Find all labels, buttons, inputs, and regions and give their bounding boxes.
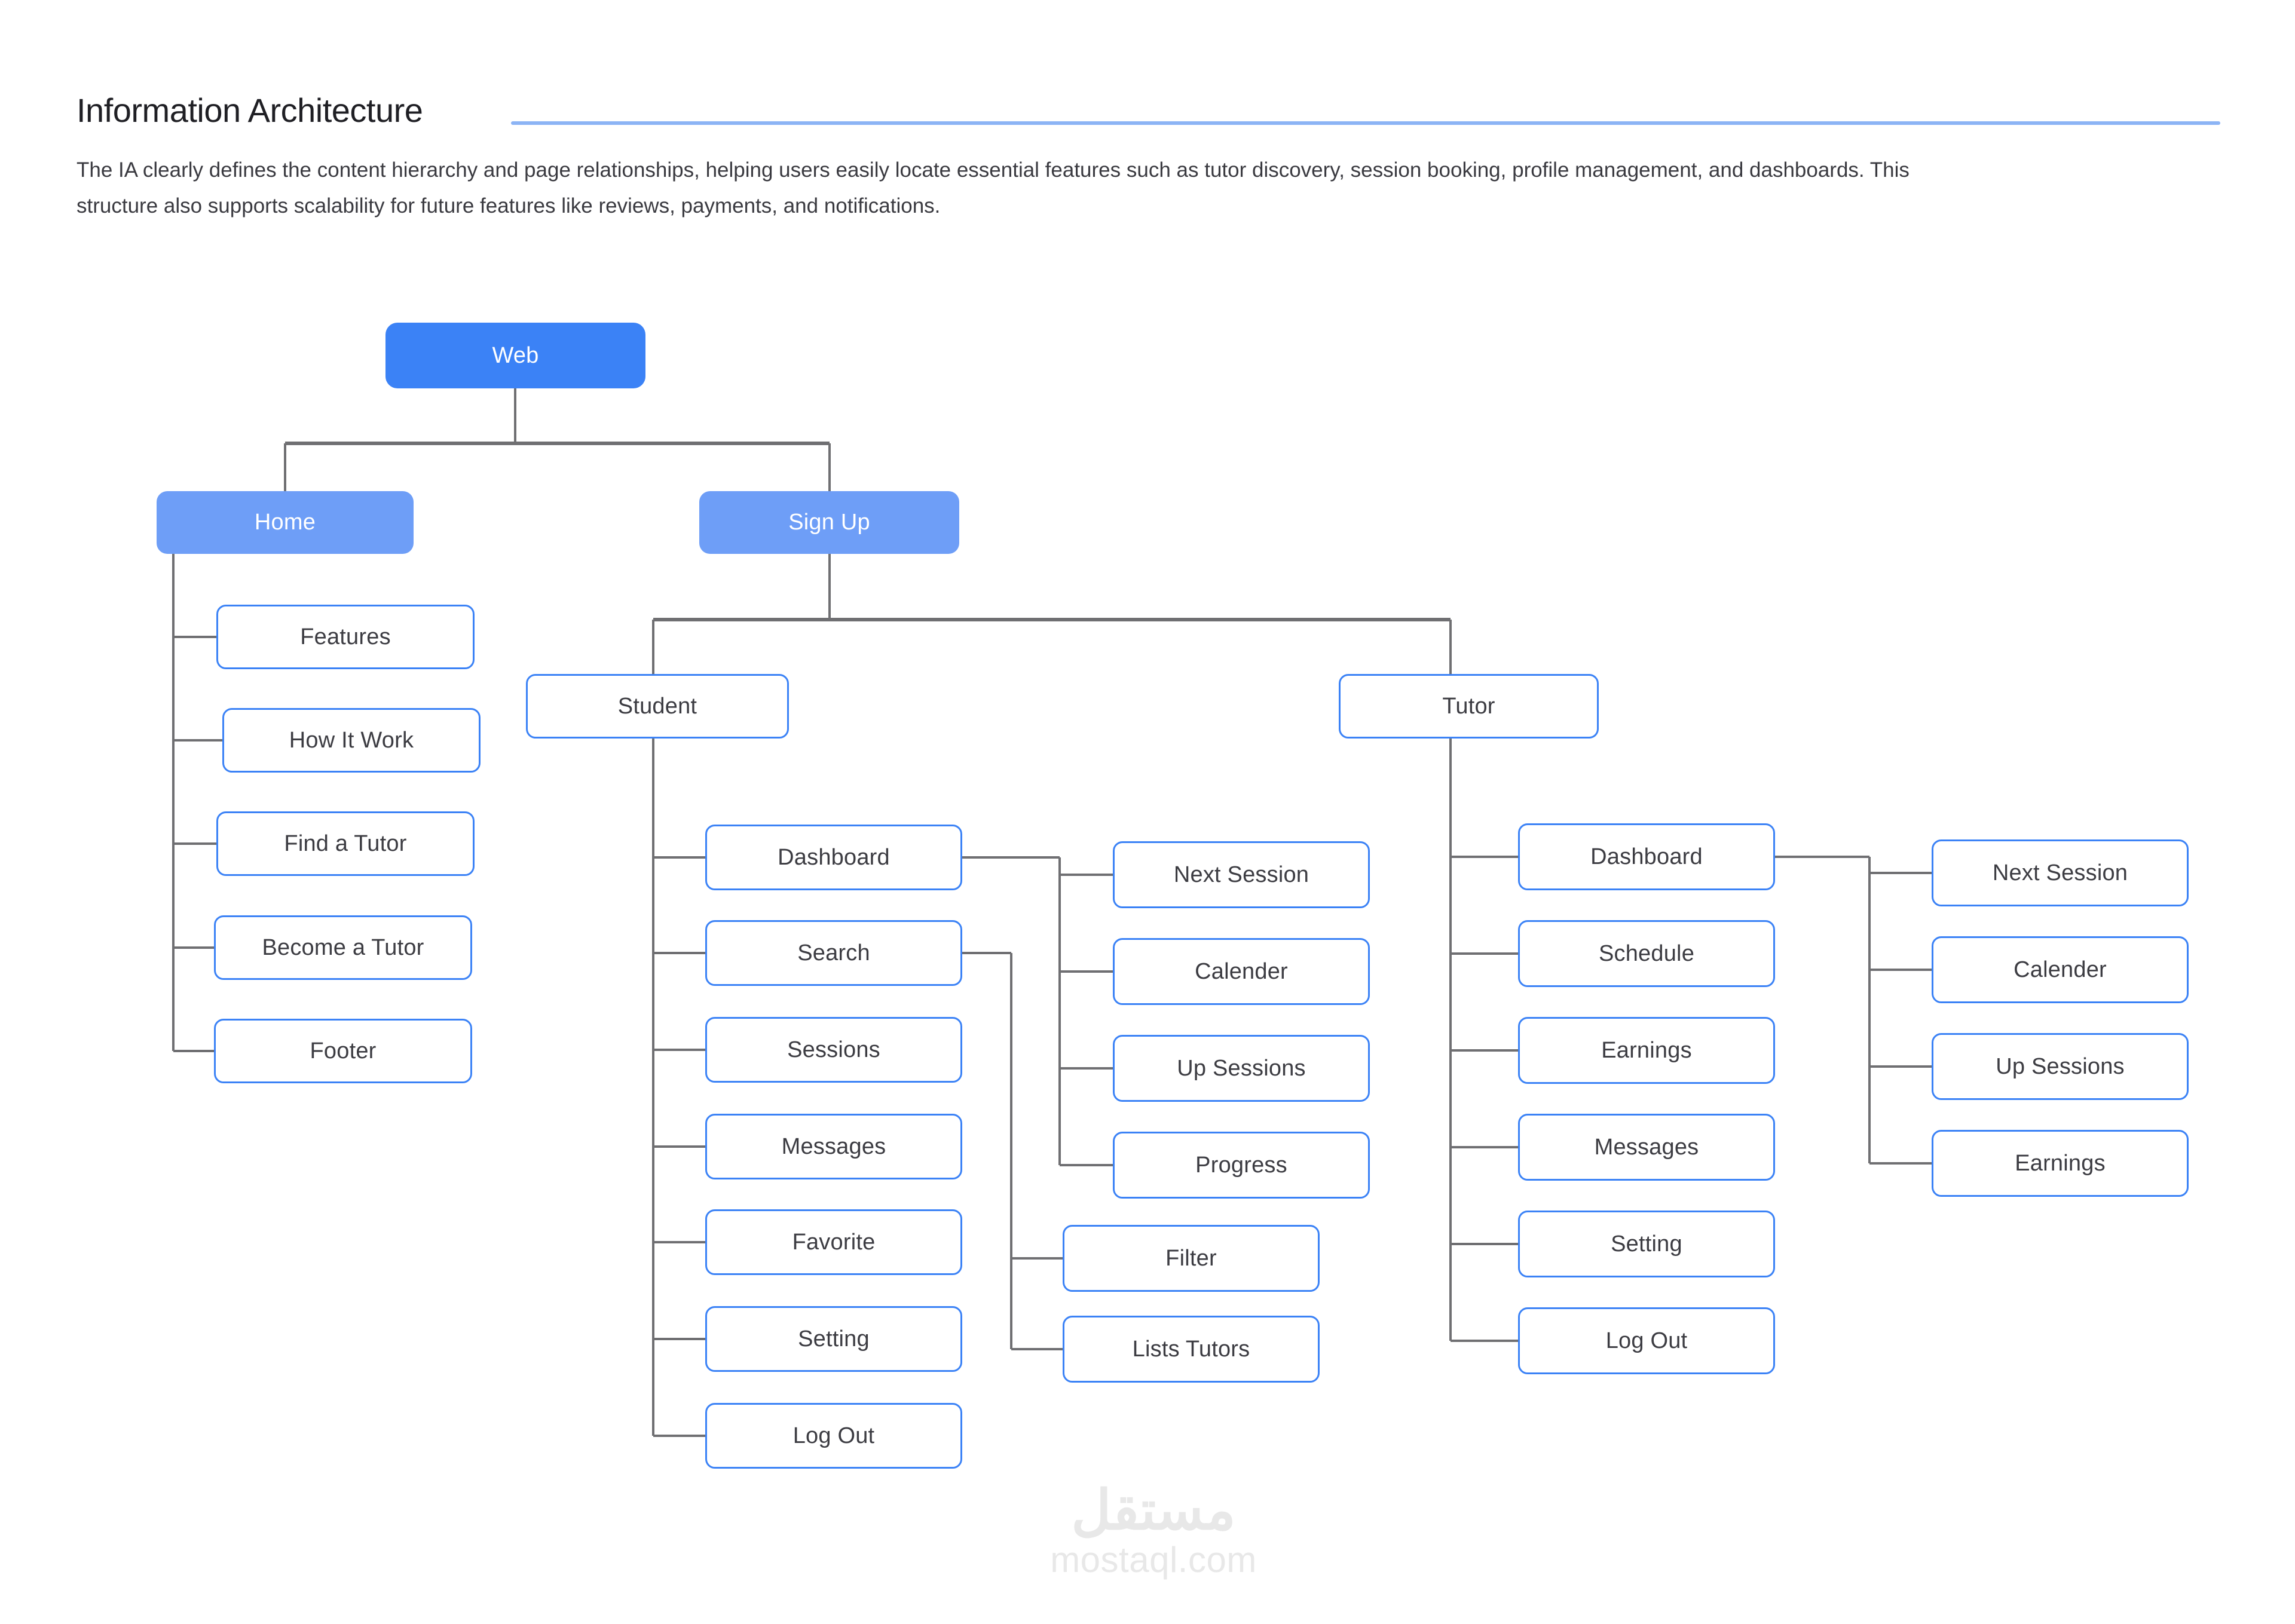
node-student-lists-tutors[interactable]: Lists Tutors xyxy=(1063,1316,1320,1383)
node-tutor-schedule-label: Schedule xyxy=(1598,940,1695,966)
node-tutor-setting[interactable]: Setting xyxy=(1518,1211,1775,1277)
node-student-favorite[interactable]: Favorite xyxy=(705,1209,962,1275)
node-student-setting-label: Setting xyxy=(798,1326,870,1352)
node-student-setting[interactable]: Setting xyxy=(705,1306,962,1372)
node-tutor-setting-label: Setting xyxy=(1611,1231,1682,1257)
node-student-next-session-label: Next Session xyxy=(1173,862,1309,887)
node-student-dashboard-label: Dashboard xyxy=(778,844,890,870)
node-tutor-up-sessions-label: Up Sessions xyxy=(1996,1053,2125,1079)
node-tutor-up-sessions[interactable]: Up Sessions xyxy=(1932,1033,2189,1100)
node-student-filter[interactable]: Filter xyxy=(1063,1225,1320,1292)
node-tutor-earnings[interactable]: Earnings xyxy=(1518,1017,1775,1084)
node-tutor-dashboard-label: Dashboard xyxy=(1590,844,1703,869)
node-tutor[interactable]: Tutor xyxy=(1339,674,1599,739)
node-tutor-earnings-sub-label: Earnings xyxy=(2015,1150,2106,1176)
title-divider-rule xyxy=(511,121,2220,125)
node-student-favorite-label: Favorite xyxy=(792,1229,876,1255)
node-tutor-calender-label: Calender xyxy=(2014,957,2107,982)
node-student-label: Student xyxy=(617,693,697,719)
node-tutor-earnings-label: Earnings xyxy=(1601,1037,1692,1063)
node-tutor-dashboard[interactable]: Dashboard xyxy=(1518,823,1775,890)
node-student-next-session[interactable]: Next Session xyxy=(1113,841,1370,908)
node-home-label: Home xyxy=(254,510,316,535)
node-web-label: Web xyxy=(492,342,539,368)
node-tutor-messages-label: Messages xyxy=(1594,1134,1699,1160)
node-tutor-messages[interactable]: Messages xyxy=(1518,1114,1775,1181)
node-student-sessions[interactable]: Sessions xyxy=(705,1017,962,1083)
node-student-lists-tutors-label: Lists Tutors xyxy=(1132,1336,1250,1362)
node-web[interactable]: Web xyxy=(385,323,645,388)
watermark-domain-text: mostaql.com xyxy=(1050,1540,1257,1580)
node-become-a-tutor-label: Become a Tutor xyxy=(262,934,424,960)
node-student-progress-label: Progress xyxy=(1195,1152,1287,1178)
node-student-calender[interactable]: Calender xyxy=(1113,938,1370,1005)
node-student-messages[interactable]: Messages xyxy=(705,1114,962,1179)
node-sign-up-label: Sign Up xyxy=(788,510,870,535)
node-student-calender-label: Calender xyxy=(1195,958,1288,984)
node-how-it-work-label: How It Work xyxy=(289,727,414,753)
node-become-a-tutor[interactable]: Become a Tutor xyxy=(214,915,472,980)
watermark-arabic-logo: مستقل xyxy=(1071,1480,1236,1541)
node-student-progress[interactable]: Progress xyxy=(1113,1132,1370,1199)
node-sign-up[interactable]: Sign Up xyxy=(699,491,959,554)
node-tutor-next-session-label: Next Session xyxy=(1992,860,2128,885)
node-student-search[interactable]: Search xyxy=(705,920,962,986)
page-description: The IA clearly defines the content hiera… xyxy=(76,158,1910,217)
node-features[interactable]: Features xyxy=(216,605,475,669)
node-tutor-schedule[interactable]: Schedule xyxy=(1518,920,1775,987)
node-student-logout-label: Log Out xyxy=(792,1423,875,1448)
mostaql-watermark: مستقل mostaql.com xyxy=(1010,1481,1297,1580)
node-student[interactable]: Student xyxy=(526,674,789,739)
node-student-sessions-label: Sessions xyxy=(787,1037,880,1062)
node-tutor-logout-label: Log Out xyxy=(1605,1328,1688,1353)
node-student-up-sessions-label: Up Sessions xyxy=(1177,1055,1306,1081)
node-find-a-tutor[interactable]: Find a Tutor xyxy=(216,811,475,876)
node-features-label: Features xyxy=(300,624,391,649)
node-student-up-sessions[interactable]: Up Sessions xyxy=(1113,1035,1370,1102)
node-tutor-label: Tutor xyxy=(1442,693,1495,719)
node-student-search-label: Search xyxy=(797,940,870,966)
node-how-it-work[interactable]: How It Work xyxy=(222,708,481,773)
node-footer-label: Footer xyxy=(310,1038,377,1064)
node-tutor-earnings-sub[interactable]: Earnings xyxy=(1932,1130,2189,1197)
node-tutor-next-session[interactable]: Next Session xyxy=(1932,839,2189,906)
node-home[interactable]: Home xyxy=(157,491,414,554)
node-student-messages-label: Messages xyxy=(781,1133,886,1159)
node-student-logout[interactable]: Log Out xyxy=(705,1403,962,1469)
node-footer[interactable]: Footer xyxy=(214,1019,472,1083)
node-tutor-calender[interactable]: Calender xyxy=(1932,936,2189,1003)
node-find-a-tutor-label: Find a Tutor xyxy=(284,831,407,856)
node-tutor-logout[interactable]: Log Out xyxy=(1518,1307,1775,1374)
page-title: Information Architecture xyxy=(76,91,423,129)
node-student-dashboard[interactable]: Dashboard xyxy=(705,825,962,890)
node-student-filter-label: Filter xyxy=(1165,1245,1217,1271)
